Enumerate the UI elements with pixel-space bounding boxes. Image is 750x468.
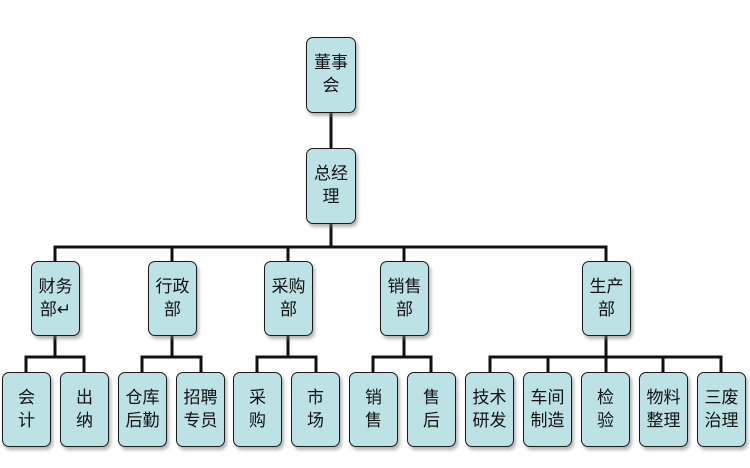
node-general-manager: 总经 理	[306, 148, 356, 224]
node-materials: 物料 整理	[639, 372, 688, 447]
node-rnd: 技术 研发	[465, 372, 514, 447]
node-admin-dept: 行政 部	[148, 261, 197, 336]
node-inspection: 检 验	[581, 372, 630, 447]
node-board: 董事 会	[306, 37, 356, 113]
node-sales-dept: 销售 部	[380, 261, 429, 336]
node-procurement: 采 购	[233, 372, 282, 447]
node-accounting: 会 计	[2, 372, 51, 447]
node-finance-dept: 财务 部↵	[31, 261, 80, 336]
node-selling: 销 售	[349, 372, 398, 447]
node-recruiting: 招聘 专员	[176, 372, 225, 447]
node-warehouse-logistics: 仓库 后勤	[118, 372, 167, 447]
node-purchase-dept: 采购 部	[264, 261, 313, 336]
node-workshop: 车间 制造	[523, 372, 572, 447]
node-cashier: 出 纳	[60, 372, 109, 447]
node-after-sales: 售 后	[407, 372, 456, 447]
node-production-dept: 生产 部	[582, 261, 631, 336]
node-waste-treatment: 三废 治理	[697, 372, 746, 447]
node-market: 市 场	[291, 372, 340, 447]
